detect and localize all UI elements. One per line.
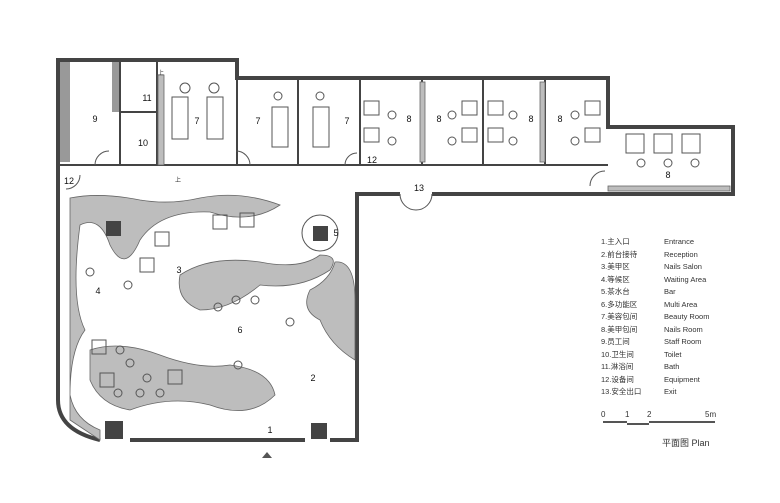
stair-mark: 上 [175,176,181,184]
staff-room-wall-band [60,62,70,162]
room-label-5: 5 [333,228,338,238]
planter-island [306,261,356,361]
legend-cn: 6.多功能区 [601,299,638,309]
legend-item: 12.设备间 Equipment [601,374,709,387]
planter [419,81,426,163]
legend-item: 7.美容包间 Beauty Room [601,311,709,324]
legend-en: Equipment [664,374,700,384]
room-label-8e: 8 [665,170,670,180]
legend-cn: 7.美容包间 [601,312,638,321]
room-label-7c: 7 [344,116,349,126]
legend-en: Waiting Area [664,274,707,284]
legend-item: 8.美甲包间 Nails Room [601,324,709,337]
entrance-arrow-icon [262,452,272,458]
stair-mark-2: 上 [158,69,164,77]
legend-item: 3.美甲区 Nails Salon [601,261,709,274]
legend-cn: 8.美甲包间 [601,324,638,334]
planter [539,81,546,163]
legend-en: Entrance [664,237,695,246]
legend-cn: 4.等候区 [601,274,630,284]
room-label-1: 1 [267,425,272,435]
legend-cn: 1.主入口 [601,237,630,246]
scale-tick-1: 1 [625,410,630,419]
scale-tick-2: 2 [647,410,652,419]
room-label-11: 11 [142,93,151,103]
legend-item: 10.卫生间 Toilet [601,349,709,362]
legend-cn: 9.员工间 [601,337,630,346]
beds [171,82,330,148]
planter [157,74,165,166]
bar-counter [301,214,339,252]
room-label-4: 4 [95,286,100,296]
room-label-12: 12 [64,176,74,186]
nail-chairs [363,100,701,168]
legend-item: 1.主入口 Entrance [601,236,709,249]
doors[interactable] [65,150,606,211]
room-label-6: 6 [237,325,242,335]
legend-en: Nails Salon [664,262,702,271]
legend-en: Multi Area [664,299,698,309]
legend-cn: 12.设备间 [601,374,634,384]
planter-island [69,194,281,441]
salon-chairs [85,212,295,398]
planter [607,185,731,192]
legend-item: 13.安全出口 Exit [601,386,709,399]
legend-cn: 3.美甲区 [601,262,630,271]
room-label-12b: 12 [367,155,377,165]
legend-en: Toilet [664,349,682,359]
legend-cn: 2.前台接待 [601,249,638,259]
room-label-13: 13 [414,183,424,193]
room-label-10: 10 [138,138,148,148]
legend-item: 9.员工间 Staff Room [601,336,709,349]
legend-en: Staff Room [664,337,702,346]
room-label-8: 8 [406,114,411,124]
legend-en: Nails Room [664,324,703,334]
room-label-9: 9 [92,114,97,124]
room-label-7: 7 [194,116,199,126]
legend-en: Exit [664,387,677,396]
legend-item: 2.前台接待 Reception [601,249,709,262]
legend-item: 5.茶水台 Bar [601,286,709,299]
legend: 1.主入口 Entrance 2.前台接待 Reception 3.美甲区 Nails S… [601,236,709,399]
legend-cn: 13.安全出口 [601,387,642,396]
room-label-7b: 7 [255,116,260,126]
columns [105,221,328,439]
planter-island [178,254,334,311]
outer-wall [56,58,735,442]
legend-cn: 5.茶水台 [601,287,630,296]
legend-item: 4.等候区 Waiting Area [601,274,709,287]
legend-item: 6.多功能区 Multi Area [601,299,709,312]
scale-tick-5: 5m [705,410,717,419]
room-label-2: 2 [310,373,315,383]
room-label-8b: 8 [436,114,441,124]
legend-en: Reception [664,249,698,259]
legend-en: Bath [664,362,680,371]
legend-item: 11.淋浴间 Bath [601,361,709,374]
scale-bar: 0 1 2 5m [601,410,726,430]
legend-cn: 10.卫生间 [601,349,634,359]
scale-tick-0: 0 [601,410,606,419]
wall-band [112,62,120,112]
room-label-3: 3 [176,265,181,275]
plan-title: 平面图 Plan [662,438,710,448]
room-label-8c: 8 [528,114,533,124]
legend-en: Beauty Room [664,312,710,321]
room-label-8d: 8 [557,114,562,124]
legend-en: Bar [664,287,676,296]
legend-cn: 11.淋浴间 [601,362,634,371]
